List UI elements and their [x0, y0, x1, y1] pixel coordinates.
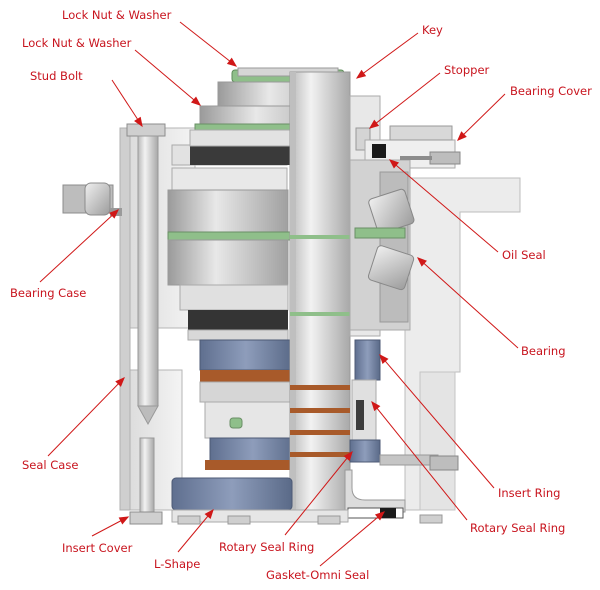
leader-seal-case	[47, 377, 125, 457]
insert-ring	[349, 339, 459, 471]
leader-l-shape	[177, 509, 214, 553]
label-gasket-omni-seal: Gasket-Omni Seal	[266, 568, 370, 582]
arrowhead-stopper	[368, 119, 380, 129]
arrowhead-bearing-case	[109, 209, 119, 219]
leader-lock-nut-washer-top	[179, 21, 237, 67]
l-shape	[344, 469, 406, 519]
leader-rotary-seal-ring-bottom	[284, 451, 353, 536]
arrowhead-l-shape	[204, 508, 214, 520]
arrowhead-insert-cover	[118, 516, 130, 525]
shaft-rings	[290, 235, 350, 457]
label-lock-nut-washer-second: Lock Nut & Washer	[22, 36, 132, 50]
leader-bearing-cover	[457, 93, 506, 141]
label-stud-bolt: Stud Bolt	[30, 69, 83, 83]
bearing-case-arm	[62, 182, 122, 216]
housing-right	[404, 177, 521, 511]
leader-lines	[39, 21, 519, 567]
arrowhead-rotary-seal-ring-right	[371, 400, 381, 412]
arrowhead-stud-bolt	[134, 116, 143, 128]
label-seal-case: Seal Case	[22, 458, 79, 472]
label-key: Key	[422, 23, 443, 37]
arrowhead-gasket-omni-seal	[374, 511, 386, 521]
leader-gasket-omni-seal	[319, 511, 385, 567]
leader-oil-seal	[389, 159, 499, 253]
arrowhead-bearing	[416, 257, 427, 267]
shaft	[289, 71, 351, 513]
arrowhead-rotary-seal-ring-bottom	[343, 450, 353, 462]
label-l-shape: L-Shape	[154, 557, 201, 571]
label-lock-nut-washer-top: Lock Nut & Washer	[62, 8, 172, 22]
insert-cover	[171, 477, 443, 525]
leader-rotary-seal-ring-right	[371, 401, 468, 521]
label-stopper: Stopper	[444, 63, 490, 77]
arrowhead-seal-case	[115, 377, 125, 387]
label-insert-ring: Insert Ring	[498, 486, 561, 500]
leader-key	[356, 32, 419, 79]
leader-bearing-case	[39, 209, 119, 283]
stud-bolt	[126, 123, 166, 525]
arrowhead-lock-nut-washer-second	[190, 96, 202, 106]
label-bearing: Bearing	[521, 344, 566, 358]
arrowhead-bearing-cover	[457, 131, 467, 141]
label-rotary-seal-ring-bottom: Rotary Seal Ring	[219, 540, 315, 554]
label-oil-seal: Oil Seal	[502, 248, 546, 262]
arrowhead-key	[355, 69, 367, 79]
label-bearing-case: Bearing Case	[10, 286, 87, 300]
leader-stud-bolt	[111, 79, 143, 127]
bearing-cover	[389, 125, 461, 165]
leader-lock-nut-washer-second	[134, 49, 201, 106]
label-insert-cover: Insert Cover	[62, 541, 133, 555]
arrowhead-insert-ring	[379, 353, 389, 365]
label-rotary-seal-ring-right: Rotary Seal Ring	[470, 521, 566, 535]
inner-stack	[167, 144, 297, 470]
leader-stopper	[369, 72, 441, 129]
leader-bearing	[417, 257, 519, 349]
leader-insert-ring	[379, 354, 495, 489]
arrowhead-lock-nut-washer-top	[226, 57, 238, 67]
label-bearing-cover: Bearing Cover	[510, 84, 592, 98]
arrowhead-oil-seal	[388, 159, 400, 169]
